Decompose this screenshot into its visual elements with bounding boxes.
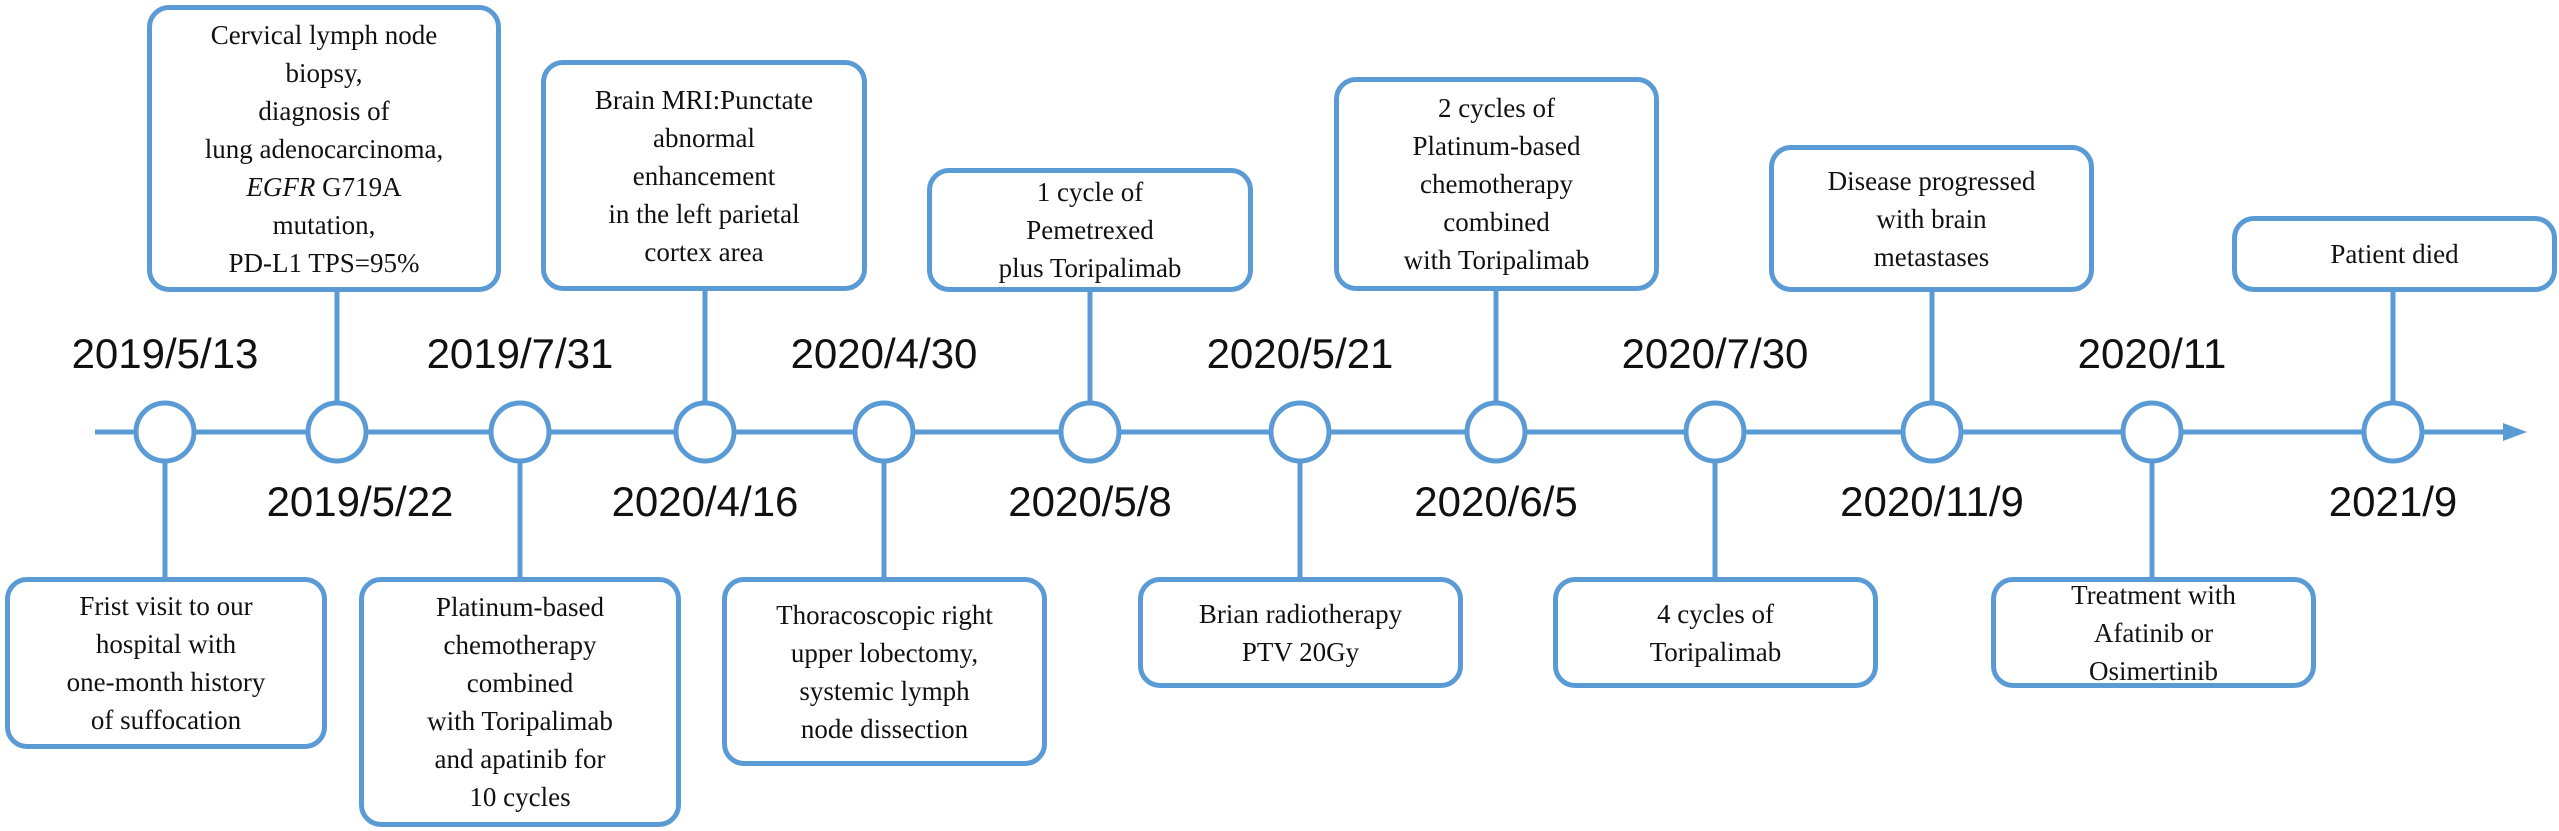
event-description-line: 4 cycles of — [1657, 598, 1774, 629]
event-date: 2020/5/21 — [1206, 330, 1394, 377]
event-description-box: Platinum-based chemotherapy combined with T… — [359, 577, 681, 827]
event-marker — [305, 400, 369, 464]
event-marker — [673, 400, 737, 464]
event-description-line: Brain MRI:Punctate — [594, 84, 814, 115]
event-date: 2019/5/13 — [71, 330, 259, 377]
event-marker — [852, 400, 916, 464]
event-date: 2020/5/8 — [1008, 478, 1172, 525]
event-description-line: Platinum-based — [436, 592, 604, 622]
event-date: 2020/4/16 — [611, 478, 799, 525]
event-description: 2 cycles of Platinum-based chemotherapy com… — [1398, 89, 1596, 279]
event-description: Brain MRI:Punctate abnormal enhancement in … — [589, 81, 819, 271]
event-description-line: abnormal — [653, 122, 755, 153]
event-description: 4 cycles of Toripalimab — [1644, 595, 1788, 671]
event-description-line: lung adenocarcinoma, — [204, 133, 444, 164]
event-description-line: PD-L1 TPS=95% — [228, 247, 420, 278]
event-description-line: Brian radiotherapy — [1198, 598, 1403, 629]
event-marker — [1268, 400, 1332, 464]
event-marker — [1464, 400, 1528, 464]
event-description-line: 10 cycles — [469, 782, 571, 812]
event-description: Thoracoscopic right upper lobectomy, syste… — [770, 596, 999, 748]
event-description-line: Platinum-based — [1412, 131, 1581, 161]
event-description: Disease progressed with brain metastases — [1822, 162, 2042, 276]
event-description-box: Disease progressed with brain metastases — [1769, 145, 2094, 292]
event-description-line: combined — [1443, 207, 1550, 237]
event-date: 2020/11/9 — [1840, 478, 2024, 525]
event-description-line: upper lobectomy, — [790, 637, 979, 668]
event-description-line: node dissection — [800, 713, 969, 744]
event-description-line: Afatinib or — [2093, 617, 2214, 648]
event-description-line: Pemetrexed — [1026, 215, 1154, 245]
event-date: 2021/9 — [2328, 478, 2458, 525]
event-description-line: diagnosis of — [258, 95, 390, 126]
event-description-line: 1 cycle of — [1036, 177, 1144, 207]
event-description-line: Osimertinib — [2089, 655, 2218, 686]
event-date: 2019/7/31 — [426, 330, 614, 377]
event-date: 2020/11 — [2077, 330, 2227, 377]
event-description-line: and apatinib for — [434, 744, 606, 774]
event-description-line: Toripalimab — [1649, 636, 1782, 667]
event-description-line: with Toripalimab — [427, 706, 613, 736]
event-date: 2019/5/22 — [266, 478, 454, 525]
event-description: Cervical lymph node biopsy, diagnosis of lu… — [199, 16, 449, 282]
event-description-line: in the left parietal — [608, 198, 800, 229]
event-description-line: Patient died — [2330, 239, 2459, 269]
event-description-line: Cervical lymph node — [210, 19, 438, 50]
event-description-line: with Toripalimab — [1403, 245, 1590, 275]
event-marker — [2120, 400, 2184, 464]
event-description-line: mutation, — [272, 209, 376, 240]
event-description-line: biopsy, — [285, 57, 363, 88]
event-description-line: with brain — [1876, 203, 1987, 234]
event-description-box: Brain MRI:Punctate abnormal enhancement in … — [541, 60, 867, 291]
event-description-line: Thoracoscopic right — [776, 599, 993, 630]
event-marker — [1900, 400, 1964, 464]
event-description-line: metastases — [1873, 241, 1990, 272]
event-marker — [133, 400, 197, 464]
event-description-box: Thoracoscopic right upper lobectomy, syste… — [722, 577, 1047, 766]
event-marker — [1058, 400, 1122, 464]
event-description-box: Frist visit to our hospital with one-month… — [5, 577, 327, 749]
event-description-box: 4 cycles of Toripalimab — [1553, 577, 1878, 688]
event-date: 2020/6/5 — [1414, 478, 1578, 525]
event-description: Platinum-based chemotherapy combined with T… — [421, 588, 619, 816]
event-description: Frist visit to our hospital with one-month… — [61, 587, 272, 739]
event-marker — [1683, 400, 1747, 464]
event-description-line: systemic lymph — [799, 675, 970, 706]
event-description-box: Cervical lymph node biopsy, diagnosis of lu… — [147, 5, 501, 292]
event-description-line: of suffocation — [90, 705, 242, 735]
event-description-line: chemotherapy — [1420, 169, 1573, 199]
event-description-line: Disease progressed — [1827, 165, 2036, 196]
event-description-line: PTV 20Gy — [1241, 636, 1360, 667]
event-description-line: cortex area — [644, 236, 764, 267]
event-date: 2020/4/30 — [790, 330, 978, 377]
event-marker — [488, 400, 552, 464]
event-description-line: Treatment with — [2071, 579, 2236, 610]
event-description-line: plus Toripalimab — [998, 253, 1182, 283]
event-marker — [2361, 400, 2425, 464]
event-description-line: 2 cycles of — [1438, 93, 1555, 123]
event-description: 1 cycle of Pemetrexed plus Toripalimab — [993, 173, 1188, 287]
event-description-line: Frist visit to our — [79, 591, 253, 621]
event-description-line: chemotherapy — [443, 630, 597, 660]
event-description-line: enhancement — [632, 160, 776, 191]
timeline-arrow-head — [2503, 423, 2527, 441]
event-description-box: 1 cycle of Pemetrexed plus Toripalimab — [927, 168, 1253, 292]
event-description-line: combined — [466, 668, 574, 698]
event-description-line: EGFR G719A — [246, 171, 402, 202]
event-description: Patient died — [2324, 235, 2464, 273]
event-description-box: 2 cycles of Platinum-based chemotherapy com… — [1334, 77, 1659, 291]
event-date: 2020/7/30 — [1621, 330, 1809, 377]
event-description-line: one-month history — [66, 667, 266, 697]
event-description-line: hospital with — [95, 629, 237, 659]
event-description-box: Patient died — [2232, 216, 2557, 292]
